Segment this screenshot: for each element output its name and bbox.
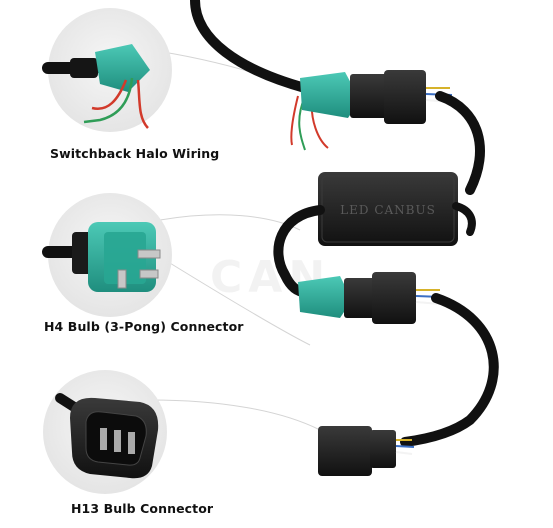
halo-wiring-detail xyxy=(42,44,150,129)
module-label: LED CANBUS xyxy=(340,203,436,217)
top-connector xyxy=(300,70,453,124)
label-h4-bulb-connector: H4 Bulb (3-Pong) Connector xyxy=(44,319,244,334)
h4-connector-detail xyxy=(42,222,161,292)
label-switchback-halo-wiring: Switchback Halo Wiring xyxy=(50,146,220,161)
middle-connector xyxy=(298,272,443,324)
main-harness: LED CANBUS xyxy=(190,0,499,476)
canbus-module: LED CANBUS xyxy=(318,172,458,246)
h13-connector-detail xyxy=(55,393,159,479)
label-h13-bulb-connector: H13 Bulb Connector xyxy=(71,501,214,516)
bottom-connector xyxy=(318,426,415,476)
